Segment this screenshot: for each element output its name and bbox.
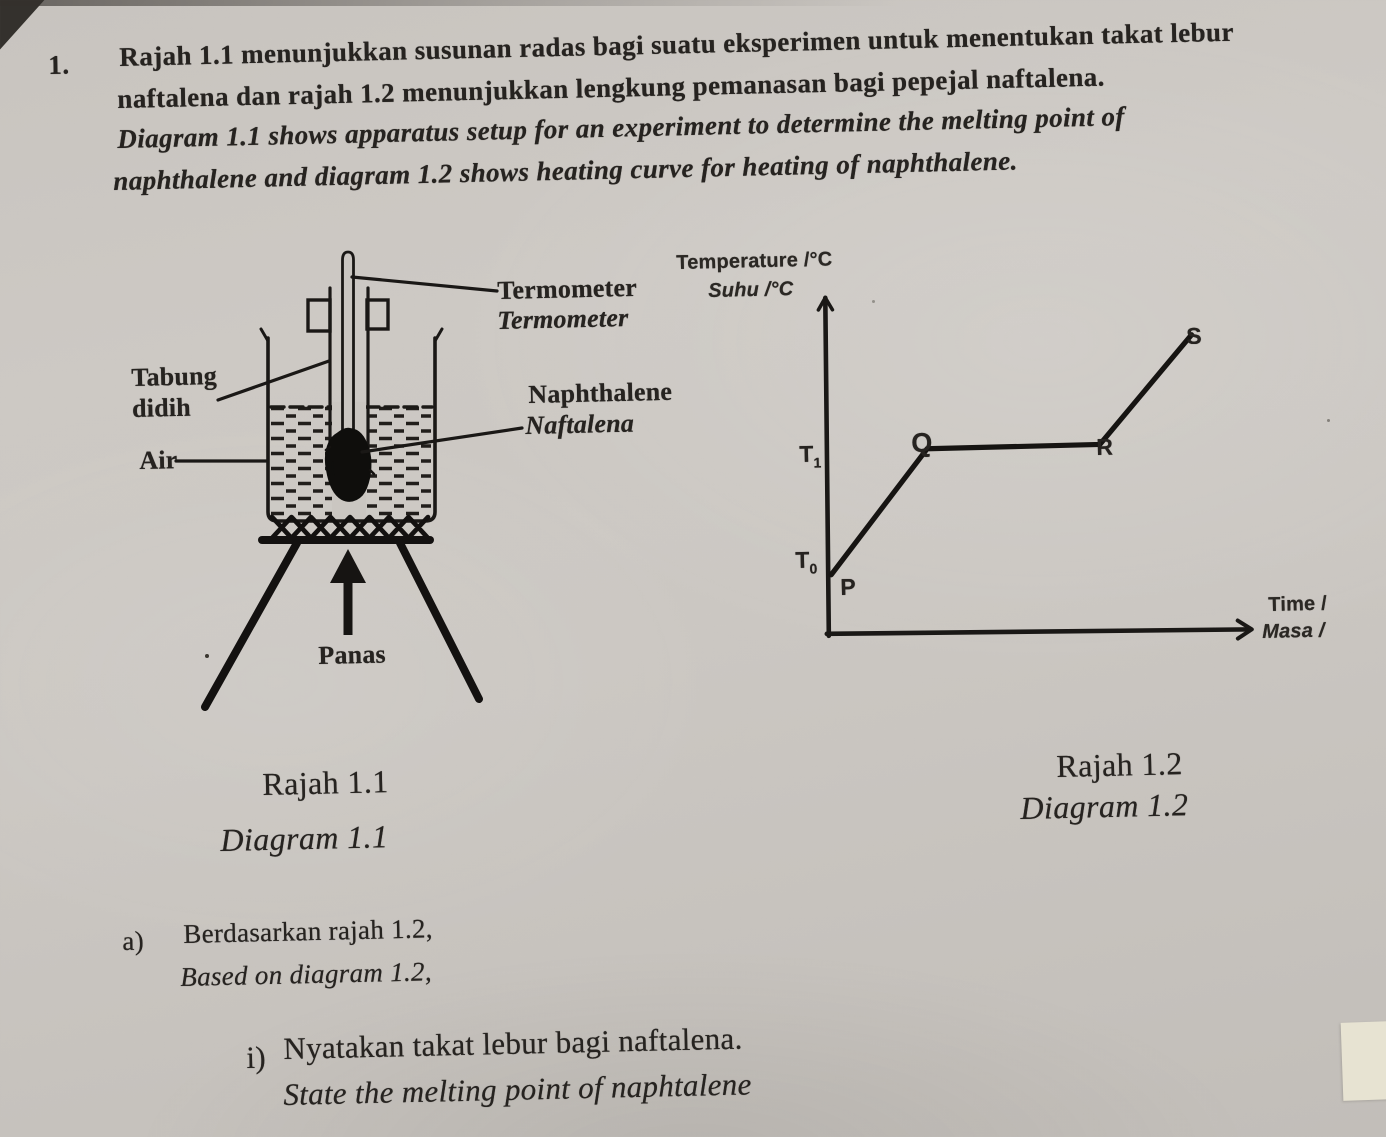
naphthalene-label-malay: Naftalena xyxy=(525,408,635,440)
naphthalene-solid xyxy=(324,427,372,502)
tick-t1-sub: 1 xyxy=(813,454,822,471)
ink-speck xyxy=(1327,419,1330,422)
wire-gauze xyxy=(269,514,431,541)
heat-arrow-shaft xyxy=(343,580,353,635)
ink-speck xyxy=(872,300,875,303)
naphthalene-speckles xyxy=(324,445,376,476)
y-axis xyxy=(822,295,832,639)
tick-t1-base: T xyxy=(799,440,814,467)
thermometer-leader-line xyxy=(350,275,499,293)
graph-y-axis-label-malay: Suhu /°C xyxy=(708,278,794,302)
boiling-tube-clamp-left xyxy=(306,298,332,333)
heating-curve-graph xyxy=(816,295,1254,641)
naphthalene-label-english: Naphthalene xyxy=(528,376,673,409)
graph-point-r: R xyxy=(1096,433,1114,460)
apparatus-caption-malay: Rajah 1.1 xyxy=(262,763,390,802)
apparatus-diagram xyxy=(174,250,524,711)
x-axis-arrow xyxy=(1235,618,1254,641)
heat-label: Panas xyxy=(318,639,387,670)
thermometer xyxy=(341,250,355,454)
heating-curve xyxy=(828,332,1195,578)
question-number: 1. xyxy=(48,49,70,80)
thermometer-label-malay: Termometer xyxy=(497,272,638,305)
question-a-malay: Berdasarkan rajah 1.2, xyxy=(183,913,434,949)
thermometer-label-english: Termometer xyxy=(497,303,629,335)
boiling-tube-label: Tabung didih xyxy=(131,361,218,423)
question-a-label: a) xyxy=(122,925,145,956)
apparatus-caption-english: Diagram 1.1 xyxy=(220,818,389,858)
water-label: Air xyxy=(139,445,178,475)
beaker-rim-ticks xyxy=(259,327,444,343)
graph-tick-t1: T1 xyxy=(799,441,822,471)
tick-t0-base: T xyxy=(795,546,810,573)
graph-x-axis-label-malay: Masa / xyxy=(1262,619,1325,643)
y-axis-arrow xyxy=(816,296,835,312)
graph-x-axis-label-english: Time / xyxy=(1268,592,1328,616)
graph-point-q: Q xyxy=(911,427,933,458)
tick-t0-sub: 0 xyxy=(809,560,818,577)
graph-caption-english: Diagram 1.2 xyxy=(1020,786,1189,826)
graph-tick-t0: T0 xyxy=(795,547,818,577)
graph-point-p: P xyxy=(840,573,856,600)
question-a-english: Based on diagram 1.2, xyxy=(180,956,433,992)
x-axis xyxy=(824,627,1254,637)
graph-y-axis-label-english: Temperature /°C xyxy=(676,248,833,274)
boiling-tube-leader-line xyxy=(216,359,331,402)
boiling-tube-clamp-right xyxy=(365,298,390,331)
tripod-leg-left xyxy=(201,539,301,711)
graph-caption-malay: Rajah 1.2 xyxy=(1056,745,1184,784)
tripod-leg-right xyxy=(396,539,483,703)
scan-top-edge-shadow xyxy=(0,0,1386,6)
naphthalene-leader-line xyxy=(360,426,524,454)
ink-speck xyxy=(205,654,209,658)
heat-arrow-head xyxy=(330,549,366,583)
question-i-label: i) xyxy=(246,1039,267,1075)
graph-point-s: S xyxy=(1186,322,1202,349)
